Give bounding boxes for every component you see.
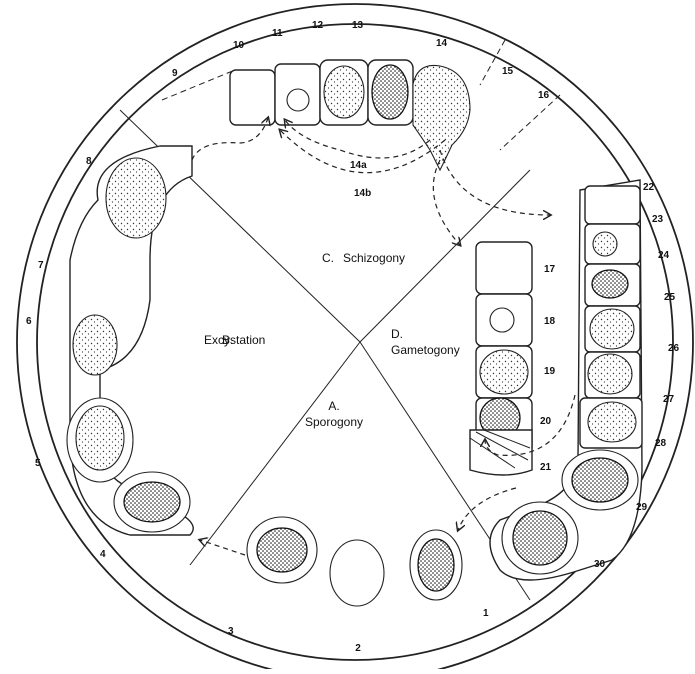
stage-label: 24 <box>658 250 670 261</box>
sporogony-oocysts <box>247 517 462 606</box>
stage-label: 28 <box>655 438 667 449</box>
stage-label: 4 <box>100 549 106 560</box>
stage-label: 23 <box>652 214 664 225</box>
section-a-name: Sporogony <box>305 415 363 429</box>
excystation-cells <box>67 146 193 535</box>
stage-label: 6 <box>26 316 32 327</box>
stage-label: 29 <box>636 502 648 513</box>
section-d-name: Gametogony <box>391 343 460 357</box>
stage-label: 10 <box>233 40 245 51</box>
stage-label: 14 <box>436 38 448 49</box>
stage-label: 26 <box>668 343 680 354</box>
stage-label: 17 <box>544 264 556 275</box>
stage-label: 11 <box>272 28 283 39</box>
stage-label: 16 <box>538 90 550 101</box>
stage-label: 18 <box>544 316 556 327</box>
stage-label: 21 <box>540 462 552 473</box>
stage-label: 14a <box>350 160 367 171</box>
section-d-letter: D. <box>391 327 403 341</box>
stage-label: 1 <box>483 608 489 619</box>
section-b-label: Excystation <box>204 333 265 347</box>
stage-label: 25 <box>664 292 676 303</box>
stage-label: 9 <box>172 68 178 79</box>
stage-label: 5 <box>35 458 41 469</box>
stage-label: 3 <box>228 626 234 637</box>
stage-label: 20 <box>540 416 552 427</box>
stage-label: 7 <box>38 260 44 271</box>
stage-label: 8 <box>86 156 92 167</box>
stage-label: 19 <box>544 366 556 377</box>
stage-label: 14b <box>354 188 371 199</box>
stage-label: 15 <box>502 66 514 77</box>
stage-label: 27 <box>663 394 675 405</box>
stage-label: 22 <box>643 182 655 193</box>
stage-label: 13 <box>352 20 364 31</box>
section-c-name: Schizogony <box>343 251 405 265</box>
stage-label: 30 <box>594 559 606 570</box>
gametogony-inner-cells <box>470 242 532 475</box>
section-c-letter: C. <box>322 251 334 265</box>
section-b-letter: B. <box>222 333 233 347</box>
section-a-letter: A. <box>328 399 339 413</box>
section-labels: A. Sporogony Excystation B. C. Schizogon… <box>204 251 460 429</box>
stage-label: 2 <box>355 643 361 654</box>
stage-label: 12 <box>312 20 324 31</box>
